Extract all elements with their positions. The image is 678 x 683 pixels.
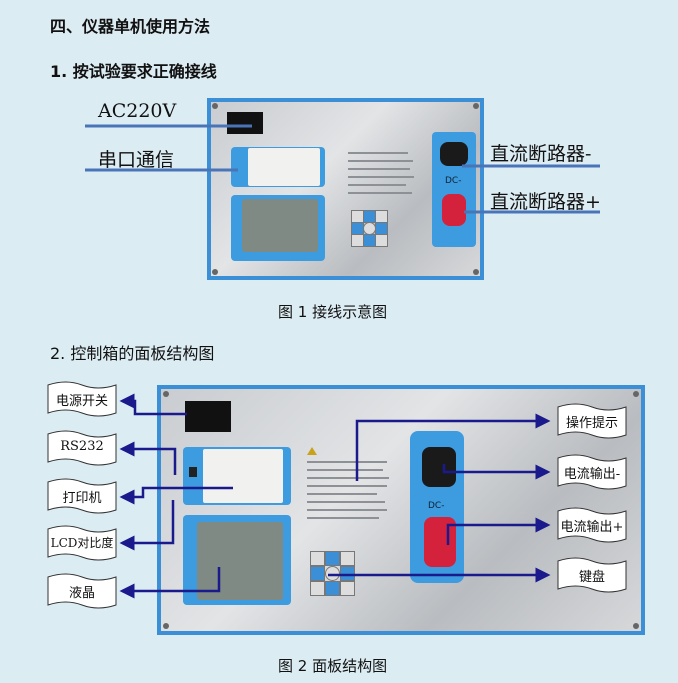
figure2-caption: 图 2 面板结构图 bbox=[278, 657, 388, 675]
rs232-port bbox=[189, 467, 197, 477]
keypad bbox=[310, 551, 355, 596]
dc-plus-knob bbox=[442, 194, 466, 226]
callout-keypad: 键盘 bbox=[556, 557, 628, 593]
label-dc-plus: 直流断路器+ bbox=[490, 191, 601, 213]
callout-current-output-minus: 电流输出- bbox=[556, 454, 628, 490]
step1-title: 1. 按试验要求正确接线 bbox=[50, 62, 217, 81]
wavy-box bbox=[47, 478, 117, 514]
wavy-box bbox=[557, 557, 627, 593]
label-ac220v: AC220V bbox=[98, 100, 177, 122]
wavy-box bbox=[557, 403, 627, 439]
callout-rs232: RS232 bbox=[46, 430, 118, 466]
keypad bbox=[351, 210, 388, 247]
figure1-caption: 图 1 接线示意图 bbox=[278, 303, 388, 321]
callout-lcd-contrast: LCD对比度 bbox=[46, 525, 118, 561]
figure2-panel-diagram: DC- 电源开关 RS232 打印机 LCD对比度 液晶 操作提示 电流输出- bbox=[0, 375, 678, 645]
lcd-screen bbox=[242, 199, 318, 252]
current-output-minus-knob bbox=[422, 447, 456, 487]
label-serial: 串口通信 bbox=[98, 149, 175, 171]
printer bbox=[248, 148, 320, 186]
wavy-box bbox=[47, 573, 117, 609]
dc-label: DC- bbox=[428, 501, 445, 511]
power-switch bbox=[185, 401, 231, 432]
device-panel: DC- bbox=[207, 98, 484, 280]
dc-output-box: DC- bbox=[410, 431, 464, 583]
wavy-box bbox=[47, 381, 117, 417]
callout-arrows bbox=[119, 393, 551, 599]
power-switch bbox=[227, 112, 263, 134]
lcd-screen bbox=[197, 522, 283, 600]
warning-icon bbox=[307, 447, 317, 455]
wavy-box bbox=[47, 525, 117, 561]
printer bbox=[203, 449, 283, 503]
wavy-box bbox=[47, 430, 117, 466]
dc-label: DC- bbox=[445, 176, 462, 186]
callout-operation-hint: 操作提示 bbox=[556, 403, 628, 439]
wiring-lines bbox=[85, 124, 600, 214]
callout-lcd: 液晶 bbox=[46, 573, 118, 609]
wavy-box bbox=[557, 507, 627, 543]
section-title: 四、仪器单机使用方法 bbox=[50, 17, 211, 36]
callout-power-switch: 电源开关 bbox=[46, 381, 118, 417]
callout-printer: 打印机 bbox=[46, 478, 118, 514]
dc-minus-knob bbox=[440, 142, 468, 166]
step2-title: 2. 控制箱的面板结构图 bbox=[50, 344, 215, 363]
dc-output-box: DC- bbox=[432, 132, 476, 247]
instruction-text bbox=[348, 146, 418, 201]
callout-current-output-plus: 电流输出+ bbox=[556, 507, 628, 543]
wavy-box bbox=[557, 454, 627, 490]
figure1-wiring-diagram: DC- AC220V 串口通信 直流断路器- 直流断路器+ bbox=[0, 90, 678, 290]
instruction-text bbox=[307, 447, 392, 527]
label-dc-minus: 直流断路器- bbox=[490, 143, 592, 165]
